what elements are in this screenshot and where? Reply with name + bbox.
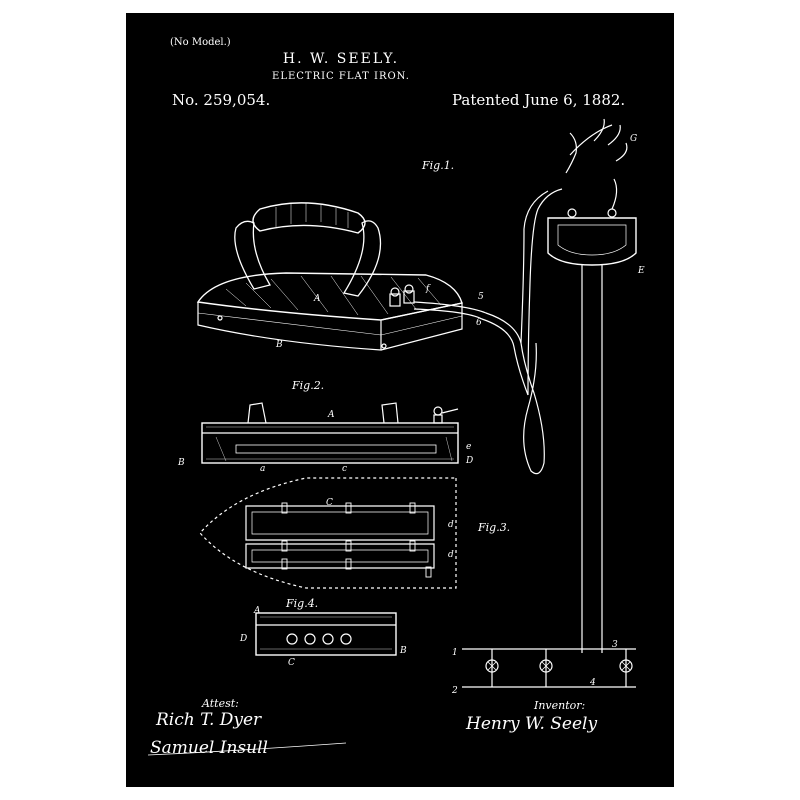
letter-D-fig4: D: [239, 634, 247, 644]
letter-6: 6: [476, 318, 482, 328]
letter-A-fig4: A: [253, 606, 261, 616]
number-2: 2: [451, 686, 458, 696]
fig2-label: Fig.2.: [291, 379, 324, 392]
letter-B: B: [275, 340, 283, 350]
fig1-iron-drawing: [196, 202, 545, 475]
letter-E: E: [637, 266, 645, 276]
inventor-label: Inventor:: [533, 699, 585, 712]
patent-drawing: A B f 5 6 A B e D a c C d d A D C B G E …: [147, 118, 645, 758]
letter-C-fig4: C: [288, 658, 295, 668]
signature-block: Attest: Rich T. Dyer Samuel Insull Inven…: [150, 697, 597, 758]
letter-a: a: [260, 464, 265, 474]
number-1: 1: [452, 648, 458, 658]
letter-B-fig4: B: [399, 646, 407, 656]
fig2-section-drawing: [201, 402, 459, 464]
patent-poster: (No Model.) H. W. SEELY. ELECTRIC FLAT I…: [126, 13, 674, 787]
letter-C-fig3: C: [326, 498, 333, 508]
inventor-name: H. W. SEELY.: [282, 51, 400, 67]
letter-5: 5: [478, 292, 484, 302]
reference-letters: A B f 5 6 A B e D a c C d d A D C B G E …: [177, 134, 645, 696]
letter-A-fig2: A: [327, 410, 335, 420]
fig3-plan-drawing: [199, 477, 457, 589]
fig4-label: Fig.4.: [285, 597, 318, 610]
no-model-note: (No Model.): [170, 37, 231, 48]
inventor-signature: Henry W. Seely: [465, 714, 597, 734]
letter-B-fig2: B: [177, 458, 185, 468]
fig1-label: Fig.1.: [421, 159, 454, 172]
letter-A: A: [313, 294, 321, 304]
letter-e: e: [466, 442, 471, 452]
witness-signature-1: Rich T. Dyer: [155, 710, 262, 730]
patent-date: Patented June 6, 1882.: [452, 91, 626, 109]
figure-labels: Fig.1. Fig.2. Fig.3. Fig.4.: [285, 159, 510, 610]
number-3: 3: [612, 640, 618, 650]
attest-label: Attest:: [201, 697, 239, 710]
witness-signature-2: Samuel Insull: [150, 738, 268, 758]
wall-fixture-drawing: [462, 118, 637, 688]
number-4: 4: [589, 678, 596, 688]
patent-number: No. 259,054.: [172, 91, 271, 109]
invention-title: ELECTRIC FLAT IRON.: [272, 71, 410, 82]
letter-G: G: [630, 134, 637, 144]
fig3-label: Fig.3.: [477, 521, 510, 534]
letter-c: c: [342, 464, 347, 474]
fig4-end-drawing: [255, 612, 397, 656]
letter-f: f: [425, 284, 431, 294]
letter-d-2: d: [448, 550, 454, 560]
letter-D: D: [465, 456, 473, 466]
letter-d: d: [448, 520, 454, 530]
